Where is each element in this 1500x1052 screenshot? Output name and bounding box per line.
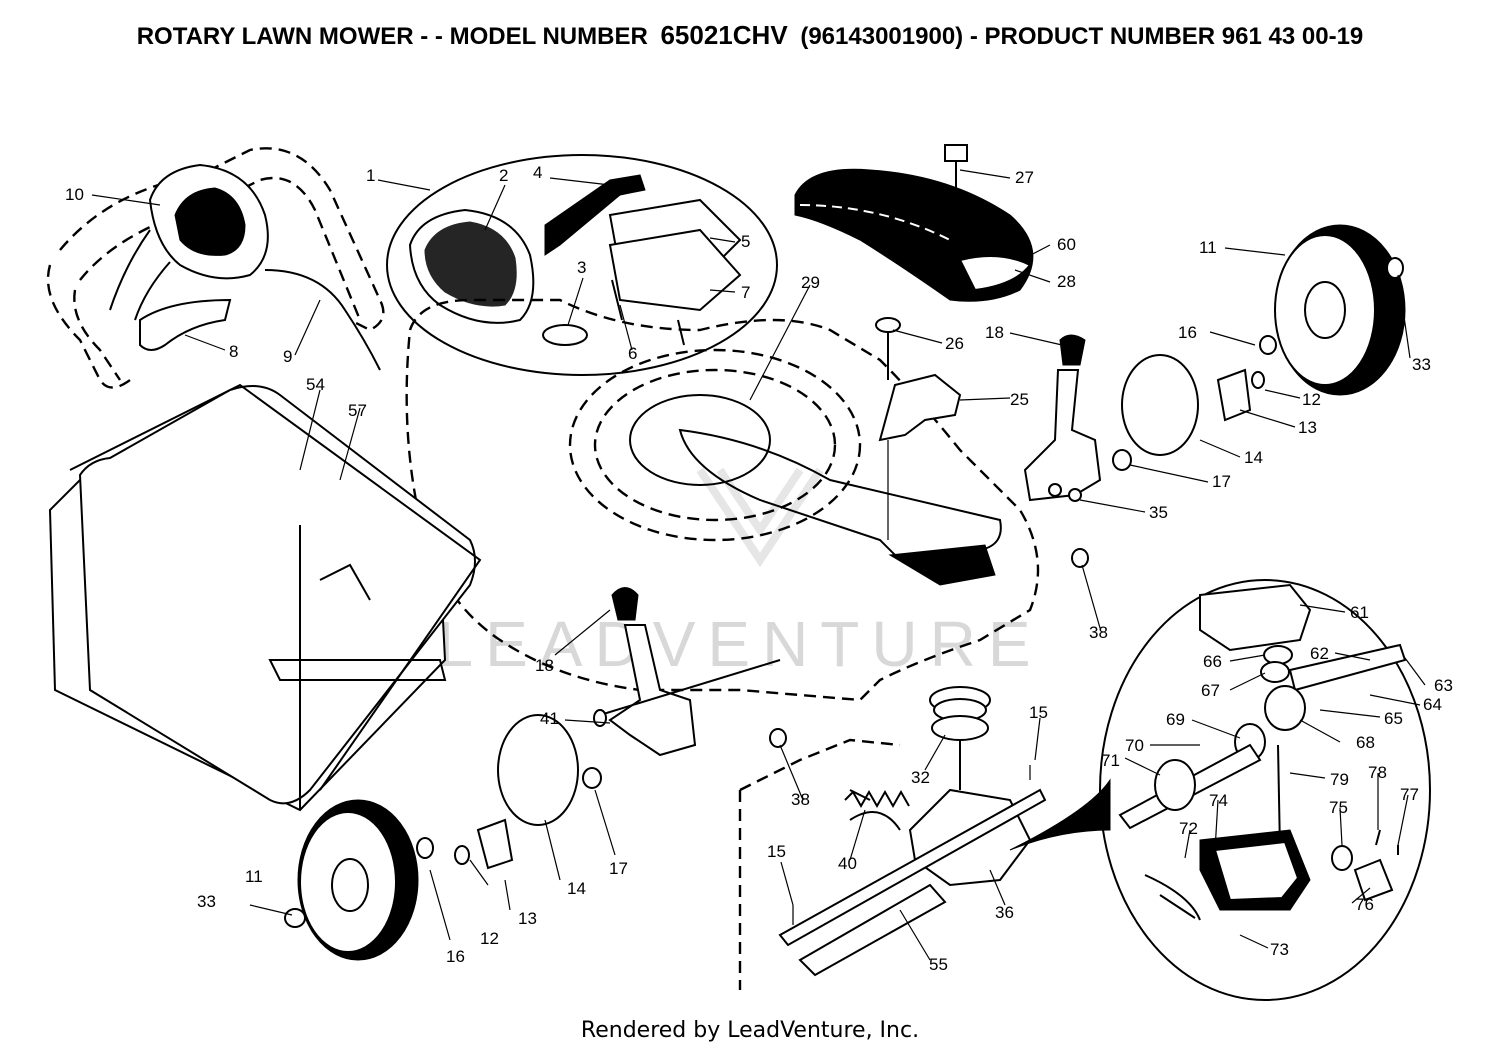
bolt-27 <box>944 144 968 205</box>
callout-29: 29 <box>801 273 820 292</box>
leader-lines <box>91 169 1426 961</box>
callout-1: 1 <box>366 166 375 185</box>
callout-5: 5 <box>741 232 750 251</box>
callout-60: 60 <box>1057 235 1076 254</box>
title-prefix: ROTARY LAWN MOWER - - MODEL NUMBER <box>136 23 648 50</box>
callout-67: 67 <box>1201 681 1220 700</box>
detail-bubble-controls <box>386 154 778 376</box>
callout-27: 27 <box>1015 168 1034 187</box>
callout-77: 77 <box>1400 785 1419 804</box>
handle-grip <box>109 163 269 321</box>
detail-bubble-transmission <box>1009 579 1431 1001</box>
bracket-25 <box>875 317 962 540</box>
callout-72: 72 <box>1179 819 1198 838</box>
callout-12-right: 12 <box>1302 390 1321 409</box>
callout-54: 54 <box>306 375 325 394</box>
watermark: LEADVENTURE <box>438 467 1043 680</box>
callout-15-upper: 15 <box>1029 703 1048 722</box>
callout-14-right: 14 <box>1244 448 1263 467</box>
callout-16-right: 16 <box>1178 323 1197 342</box>
grass-catcher <box>48 383 482 812</box>
callout-13-right: 13 <box>1298 418 1317 437</box>
callout-2: 2 <box>499 166 508 185</box>
callout-41: 41 <box>540 709 559 728</box>
callout-18-left: 18 <box>535 656 554 675</box>
callout-11-right: 11 <box>1199 238 1217 257</box>
callout-71: 71 <box>1101 751 1120 770</box>
callout-69: 69 <box>1166 710 1185 729</box>
spring-40 <box>844 789 910 809</box>
callout-75: 75 <box>1329 798 1348 817</box>
callout-63: 63 <box>1434 676 1453 695</box>
callout-74: 74 <box>1209 791 1228 810</box>
callout-labels: 1 2 3 4 5 6 7 8 9 10 11 11 12 12 13 13 1… <box>65 163 1453 974</box>
drive-gear-right <box>1112 354 1252 471</box>
callout-57: 57 <box>348 401 367 420</box>
callout-55: 55 <box>929 955 948 974</box>
callout-15-lower: 15 <box>767 842 786 861</box>
callout-16-left: 16 <box>446 947 465 966</box>
callout-68: 68 <box>1356 733 1375 752</box>
callout-17-right: 17 <box>1212 472 1231 491</box>
callout-10: 10 <box>65 185 84 204</box>
callout-7: 7 <box>741 283 750 302</box>
diagram-title: ROTARY LAWN MOWER - - MODEL NUMBER 65021… <box>0 20 1500 51</box>
callout-11-left: 11 <box>245 867 263 886</box>
callout-65: 65 <box>1384 709 1403 728</box>
wheel-right <box>1251 224 1406 396</box>
callout-76: 76 <box>1355 895 1374 914</box>
callout-62: 62 <box>1310 644 1329 663</box>
callout-17-left: 17 <box>609 859 628 878</box>
model-number: 65021CHV <box>660 20 788 50</box>
transmission-assembly <box>738 686 1047 990</box>
callout-18-right: 18 <box>985 323 1004 342</box>
callout-8: 8 <box>229 342 238 361</box>
callout-73: 73 <box>1270 940 1289 959</box>
control-cable <box>264 269 381 371</box>
callout-79: 79 <box>1330 770 1349 789</box>
callout-33-right: 33 <box>1412 355 1431 374</box>
callout-70: 70 <box>1125 736 1144 755</box>
callout-28: 28 <box>1057 272 1076 291</box>
callout-40: 40 <box>838 854 857 873</box>
callout-12-left: 12 <box>480 929 499 948</box>
callout-36: 36 <box>995 903 1014 922</box>
callout-33-left: 33 <box>197 892 216 911</box>
callout-38-left: 38 <box>791 790 810 809</box>
wheel-left <box>284 799 470 961</box>
height-lever-left <box>593 587 781 757</box>
callout-25: 25 <box>1010 390 1029 409</box>
spacer-38b <box>769 728 787 748</box>
callout-78: 78 <box>1368 763 1387 782</box>
callout-14-left: 14 <box>567 879 586 898</box>
drive-gear-left <box>476 714 602 870</box>
callout-32: 32 <box>911 768 930 787</box>
cable-clip <box>139 298 232 351</box>
callout-13-left: 13 <box>518 909 537 928</box>
discharge-cover <box>794 168 1034 302</box>
callout-3: 3 <box>577 258 586 277</box>
spacer-38a <box>1071 548 1089 568</box>
watermark-text: LEADVENTURE <box>438 608 1043 680</box>
callout-64: 64 <box>1423 695 1442 714</box>
callout-61: 61 <box>1350 603 1369 622</box>
height-lever-right <box>1023 334 1102 502</box>
callout-6: 6 <box>628 344 637 363</box>
callout-9: 9 <box>283 347 292 366</box>
title-suffix: (96143001900) - PRODUCT NUMBER 961 43 00… <box>800 23 1364 50</box>
callout-66: 66 <box>1203 652 1222 671</box>
callout-4: 4 <box>533 163 542 182</box>
callout-38-right: 38 <box>1089 623 1108 642</box>
callout-35: 35 <box>1149 503 1168 522</box>
callout-26: 26 <box>945 334 964 353</box>
render-credit: Rendered by LeadVenture, Inc. <box>580 1018 920 1043</box>
mower-deck <box>405 298 1040 702</box>
